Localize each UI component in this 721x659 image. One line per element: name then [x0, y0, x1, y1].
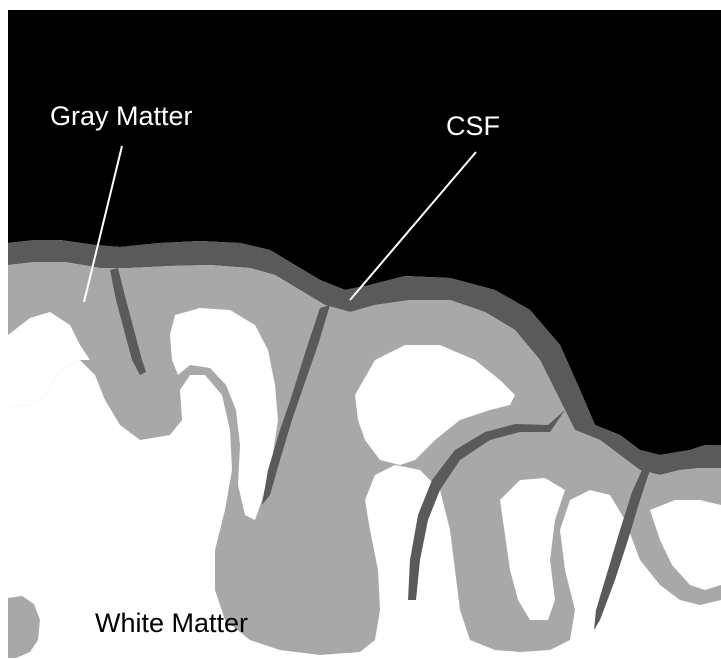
- gray-matter-label: Gray Matter: [50, 101, 193, 131]
- csf-label: CSF: [446, 111, 500, 141]
- white-matter-label: White Matter: [95, 608, 248, 638]
